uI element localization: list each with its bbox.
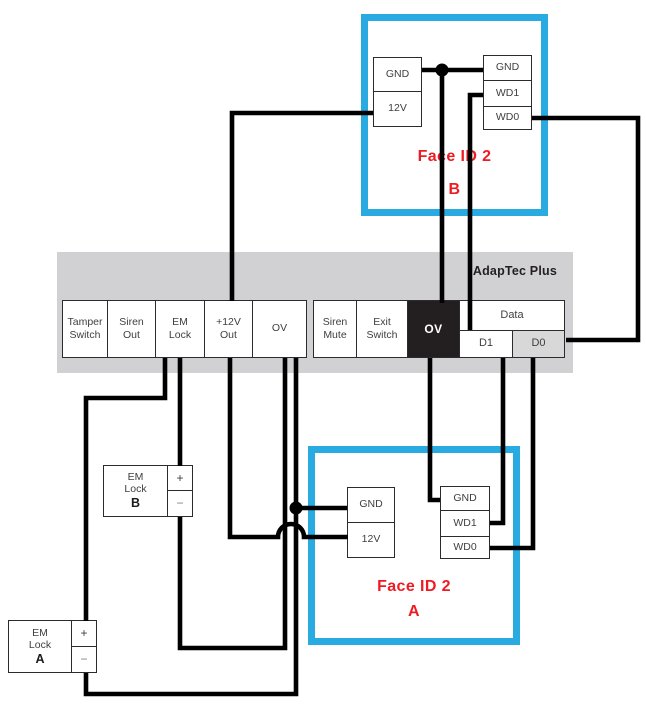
- wire-ov-to-em-lock-b-minus: [177, 358, 288, 651]
- em-lock-a-variant: A: [35, 651, 45, 666]
- wire-ov-to-em-lock-a-minus: [83, 358, 299, 697]
- em-lock-a-minus-terminal: −: [71, 646, 97, 673]
- em-lock-b-name: EM Lock: [124, 471, 147, 496]
- terminal-siren-mute: Siren Mute: [313, 300, 357, 358]
- terminal-exit-switch: Exit Switch: [356, 300, 408, 358]
- fidb-12v: 12V: [373, 91, 422, 127]
- terminal-ov-black: OV: [407, 300, 460, 358]
- fidb-wd1: WD1: [483, 80, 532, 107]
- fida-gnd-power: GND: [347, 487, 395, 523]
- em-lock-b-label: EM Lock B: [103, 465, 168, 517]
- terminal-tamper-switch: Tamper Switch: [62, 300, 108, 358]
- fida-gnd-wiegand: GND: [440, 486, 490, 511]
- fidb-wd0: WD0: [483, 106, 532, 130]
- fida-variant: A: [408, 603, 420, 620]
- em-lock-a-plus-terminal: +: [71, 620, 97, 647]
- em-lock-a-label: EM Lock A: [8, 620, 72, 673]
- terminal-data-header: Data: [459, 300, 565, 331]
- fidb-gnd-wiegand: GND: [483, 55, 532, 81]
- terminal-12v-out: +12V Out: [204, 300, 253, 358]
- terminal-siren-out: Siren Out: [107, 300, 156, 358]
- fida-title: Face ID 2: [377, 578, 451, 595]
- adaptec-plus-title: AdapTec Plus: [472, 264, 557, 278]
- terminal-ov: OV: [252, 300, 307, 358]
- fida-wd0: WD0: [440, 536, 490, 559]
- em-lock-b-plus-terminal: +: [167, 465, 193, 491]
- terminal-em-lock: EM Lock: [155, 300, 205, 358]
- fidb-title: Face ID 2: [417, 148, 492, 165]
- fida-wd1: WD1: [440, 510, 490, 537]
- fidb-variant: B: [448, 181, 461, 198]
- terminal-d1: D1: [459, 330, 513, 358]
- fida-12v: 12V: [347, 522, 395, 558]
- terminal-d0: D0: [512, 330, 565, 358]
- junction-dot-ov-gnd-a: [289, 501, 303, 515]
- em-lock-a-name: EM Lock: [28, 626, 52, 651]
- fidb-gnd-power: GND: [373, 57, 422, 92]
- em-lock-b-variant: B: [130, 496, 141, 511]
- em-lock-b-minus-terminal: −: [167, 490, 193, 517]
